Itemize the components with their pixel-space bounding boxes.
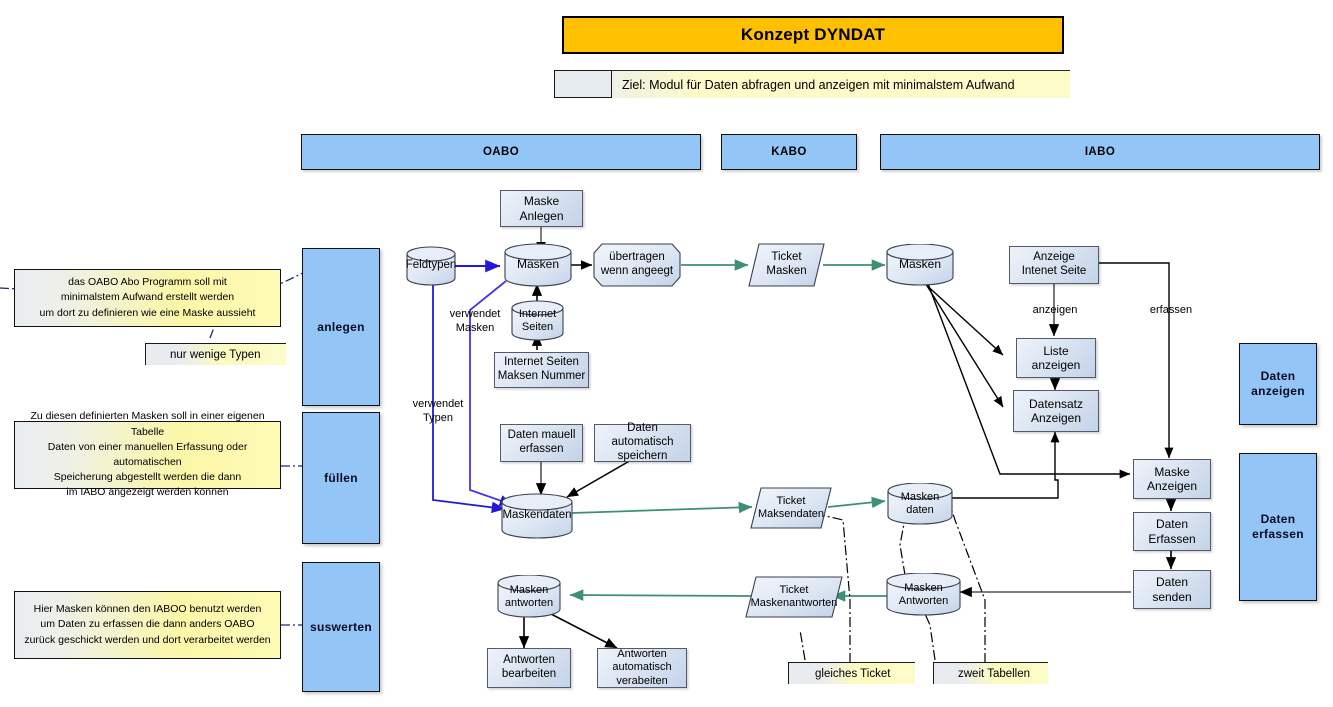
- edge-label-anzeigen: anzeigen: [1032, 304, 1078, 316]
- db-feldtypen: Feldtypen: [406, 246, 456, 286]
- process-internet-seiten-maksen-nummer: Internet Seiten Maksen Nummer: [494, 352, 589, 388]
- edge-label-verwendet-masken: verwendet Masken: [449, 308, 501, 334]
- octagon-shape: [593, 243, 681, 287]
- process-daten-mauell-erfassen: Daten mauell erfassen: [500, 424, 583, 462]
- process-daten-automatisch-speichern: Daten automatisch speichern: [594, 422, 691, 462]
- db-masken-oabo: Masken: [504, 243, 572, 287]
- lane-header-iabo: IABO: [880, 134, 1320, 170]
- ticket-masken-label: Ticket Masken: [766, 251, 807, 277]
- right-box-daten-erfassen: Daten erfassen: [1239, 453, 1317, 601]
- comment-suswerten: Hier Masken können den IABOO benutzt wer…: [14, 591, 281, 659]
- phase-box-fuellen: füllen: [302, 412, 380, 544]
- db-masken-iabo: Masken: [886, 243, 954, 286]
- cylinder-shape: [406, 246, 456, 286]
- process-datensatz-anzeigen: Datensatz Anzeigen: [1013, 390, 1099, 432]
- comment-anlegen: das OABO Abo Programm soll mit minimalst…: [14, 269, 281, 327]
- process-daten-erfassen: Daten Erfassen: [1133, 512, 1211, 551]
- uebertragen-label: übertragen wenn angeegt: [600, 251, 674, 277]
- phase-box-suswerten: suswerten: [302, 562, 380, 692]
- db-maskendaten-label: Maskendaten: [502, 509, 572, 522]
- edge-label-erfassen: erfassen: [1149, 304, 1193, 316]
- parallelogram-shape: [745, 576, 843, 618]
- edge-label-verwendet-typen: verwendet Typen: [412, 398, 464, 424]
- db-internet-seiten-label: Internet Seiten: [518, 308, 557, 333]
- db-masken-antworten-iabo-label: Masken Antworten: [898, 581, 949, 607]
- process-liste-anzeigen: Liste anzeigen: [1016, 338, 1096, 378]
- process-daten-senden: Daten senden: [1133, 570, 1211, 609]
- goal-note: Ziel: Modul für Daten abfragen und anzei…: [554, 70, 1070, 98]
- cylinder-shape: [886, 243, 954, 286]
- cylinder-shape: [504, 243, 572, 287]
- process-maske-anzeigen: Maske Anzeigen: [1133, 459, 1211, 499]
- page-title: Konzept DYNDAT: [562, 16, 1064, 54]
- cylinder-shape: [886, 572, 961, 616]
- lane-header-oabo: OABO: [301, 134, 701, 170]
- db-masken-antworten-oabo-label: Masken antworten: [504, 583, 554, 609]
- db-maskendaten: Maskendaten: [501, 493, 573, 539]
- cylinder-shape: [887, 482, 953, 525]
- db-masken-oabo-label: Masken: [516, 257, 560, 272]
- lane-header-kabo: KABO: [721, 134, 857, 170]
- goal-note-tab: [554, 70, 612, 98]
- process-uebertragen-wenn-angeegt: übertragen wenn angeegt: [593, 243, 681, 287]
- process-antworten-automatisch-verabeiten: Antworten automatisch verabeiten: [597, 648, 687, 688]
- parallelogram-shape: [748, 243, 825, 287]
- comment-fuellen: Zu diesen definierten Masken soll in ein…: [14, 410, 281, 498]
- db-internet-seiten: Internet Seiten: [511, 300, 564, 342]
- ticket-maskenantworten: Ticket Maskenantworten: [745, 576, 843, 618]
- db-feldtypen-label: Feldtypen: [405, 259, 457, 272]
- ticket-maskenantworten-label: Ticket Maskenantworten: [750, 583, 838, 609]
- mini-note-zweit-tabellen: zweit Tabellen: [933, 662, 1048, 684]
- cylinder-shape: [511, 300, 564, 341]
- db-masken-daten-iabo: Masken daten: [887, 482, 953, 525]
- right-box-daten-anzeigen: Daten anzeigen: [1239, 343, 1317, 425]
- ticket-maksendaten: Ticket Maksendaten: [750, 487, 832, 529]
- process-anzeige-internet-seite: Anzeige Intenet Seite: [1009, 246, 1099, 284]
- db-masken-iabo-label: Masken: [898, 257, 942, 272]
- db-masken-antworten-iabo: Masken Antworten: [886, 572, 961, 616]
- process-maske-anlegen: Maske Anlegen: [500, 190, 583, 227]
- parallelogram-shape: [750, 487, 832, 529]
- process-antworten-bearbeiten: Antworten bearbeiten: [487, 648, 571, 688]
- cylinder-shape: [501, 493, 573, 539]
- phase-box-anlegen: anlegen: [302, 248, 380, 406]
- ticket-masken: Ticket Masken: [748, 243, 825, 287]
- db-masken-antworten-oabo: Masken antworten: [497, 574, 561, 618]
- mini-note-gleiches-ticket: gleiches Ticket: [788, 662, 915, 684]
- cylinder-shape: [497, 574, 561, 618]
- mini-note-nur-wenige-typen: nur wenige Typen: [145, 343, 286, 365]
- db-masken-daten-iabo-label: Masken daten: [900, 491, 940, 516]
- ticket-maksendaten-label: Ticket Maksendaten: [757, 494, 825, 520]
